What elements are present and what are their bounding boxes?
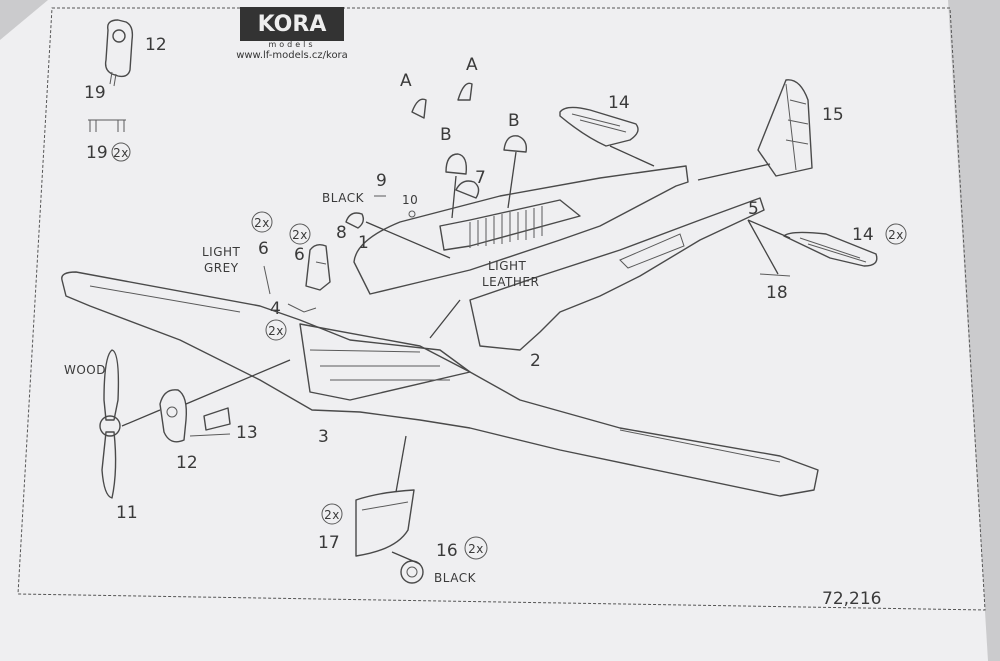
circle-2x-4 [265, 319, 287, 341]
label-4: 4 [270, 299, 281, 319]
arrow-b2 [507, 151, 517, 209]
label-15: 15 [822, 105, 844, 125]
canopy-parts-a [411, 82, 473, 119]
label-a-1: A [400, 71, 412, 91]
page-border [17, 7, 986, 611]
note-light-grey-2: GREY [204, 261, 239, 275]
logo-text: KORA [258, 12, 327, 37]
circle-2x-16 [464, 536, 488, 560]
label-2x-4: 2x [268, 324, 284, 338]
logo-subtext: models [268, 40, 315, 49]
label-2x-6b: 2x [292, 228, 308, 242]
canopy-parts-b [445, 135, 528, 199]
label-6a: 6 [258, 239, 269, 259]
label-10: 10 [402, 193, 418, 207]
part-19-struts [88, 119, 126, 132]
arrow-cowling [185, 359, 291, 405]
label-b-1: B [440, 125, 452, 145]
note-light-leather-2: LEATHER [482, 275, 539, 289]
part-4 [287, 303, 317, 313]
circle-2x-14 [885, 223, 907, 245]
arrow-18 [747, 219, 779, 275]
label-9: 9 [376, 171, 387, 191]
label-19-bottom: 19 [86, 143, 108, 163]
fuselage-left-half [353, 165, 689, 295]
label-7: 7 [475, 168, 486, 188]
label-2x-14: 2x [888, 228, 904, 242]
wing-part [61, 271, 819, 497]
label-8: 8 [336, 223, 347, 243]
label-6b: 6 [294, 245, 305, 265]
label-2x-19: 2x [113, 146, 129, 160]
arrow-b1 [451, 175, 457, 219]
label-2x-16: 2x [468, 542, 484, 556]
arrow-15 [697, 163, 771, 181]
note-light-grey-1: LIGHT [202, 245, 241, 259]
cowling-part-12 [159, 389, 188, 443]
label-19-top: 19 [84, 83, 106, 103]
catalog-number: 72,216 [822, 589, 881, 609]
part-6-rudder-pedal [263, 265, 271, 295]
arrow-14-right [747, 219, 791, 239]
arrow-to-wing [429, 299, 461, 339]
circle-2x-17 [321, 503, 343, 525]
note-light-leather-1: LIGHT [488, 259, 527, 273]
label-2x-17: 2x [324, 508, 340, 522]
label-a-2: A [466, 55, 478, 75]
rudder-part [757, 79, 813, 177]
propeller-part [99, 349, 121, 499]
circle-2x-6a [251, 211, 273, 233]
label-12-top: 12 [145, 35, 167, 55]
part-8 [345, 212, 365, 229]
label-b-2: B [508, 111, 520, 131]
arrow-8 [365, 221, 451, 259]
label-2: 2 [530, 351, 541, 371]
circle-2x-6b [289, 223, 311, 245]
gear-door-part [355, 489, 415, 557]
label-1: 1 [358, 233, 369, 253]
exhaust-part-13 [189, 407, 231, 437]
label-14-top: 14 [608, 93, 630, 113]
arrow-wheel [391, 551, 421, 565]
label-16: 16 [436, 541, 458, 561]
kora-logo: KORA models www.lf-models.cz/kora [236, 7, 348, 61]
tailwheel-part [104, 19, 134, 87]
logo-url: www.lf-models.cz/kora [236, 50, 348, 61]
label-5: 5 [748, 199, 759, 219]
part-18-pin [759, 273, 791, 277]
label-17: 17 [318, 533, 340, 553]
arrow-gear-door [395, 435, 407, 493]
label-12-prop: 12 [176, 453, 198, 473]
fuselage-right-half [469, 197, 765, 351]
circle-2x-19 [111, 142, 131, 162]
note-black-bottom: BLACK [434, 571, 477, 585]
note-wood: WOOD [64, 363, 106, 377]
label-2x-6a: 2x [254, 216, 270, 230]
arrow-14-top [609, 145, 655, 167]
note-black-top: BLACK [322, 191, 365, 205]
horizontal-stabilizer-right [783, 231, 878, 267]
part-10 [408, 210, 416, 218]
seat-part [305, 243, 331, 291]
horizontal-stabilizer-left [559, 106, 639, 147]
label-13: 13 [236, 423, 258, 443]
arrow-prop [121, 409, 161, 427]
label-11: 11 [116, 503, 138, 523]
label-18: 18 [766, 283, 788, 303]
label-14-right: 14 [852, 225, 874, 245]
label-3: 3 [318, 427, 329, 447]
